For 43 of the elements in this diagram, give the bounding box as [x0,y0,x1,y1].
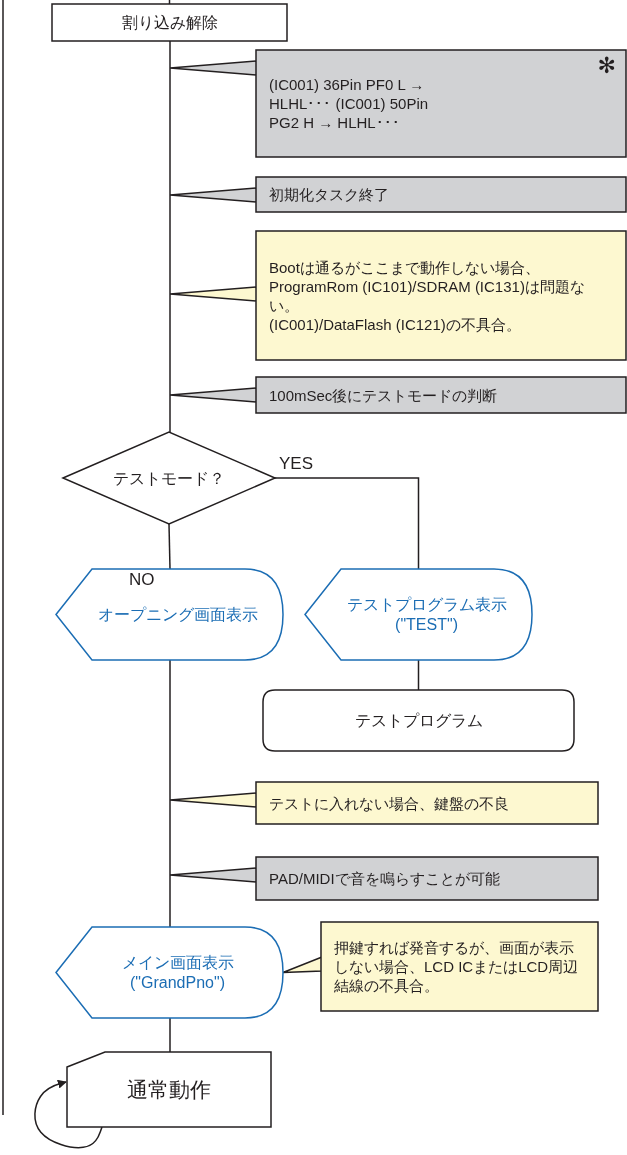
node-text: 割り込み解除 [121,13,218,32]
callout-pointer [169,187,258,203]
note-text: Bootは通るがここまで動作しない場合、ProgramRom (IC101)/SDRAM (IC131)は問題ない。 [269,257,586,315]
node-text: 通常動作 [127,1080,211,1099]
node-text: オープニング画面表示 [97,604,258,625]
note-text: PAD/MIDIで音を鳴らすことが可能 [269,869,500,888]
node-text: テストプログラム [354,711,483,730]
callout-pointer [169,867,258,883]
callout-pointer [169,387,258,403]
note-text: 押鍵すれば発音するが、画面が表示しない場合、LCD ICまたはLCD周辺結線の不具合。 [334,938,580,995]
note-callout [256,857,598,900]
node-text: メイン画面表示 ("GrandPno") [120,952,235,993]
card-shape [67,1052,271,1127]
warning-callout [256,782,598,824]
note-text: (IC001) 36Pin PF0 L → HLHL･･･ (IC001) 50Pin PG2 H → HLHL･･･ [269,75,430,132]
display-shape [56,569,283,660]
warning-callout [321,922,598,1011]
note-text: 100mSec後にテストモードの判断 [269,385,498,405]
flow-line [417,659,420,691]
decision-diamond [63,432,275,524]
display-shape [305,569,532,660]
callout-pointer [169,792,258,808]
note-text: テストに入れない場合、鍵盤の不良 [269,793,509,813]
note-callout [256,377,626,413]
flow-line [168,0,171,5]
note-callout [256,50,626,157]
callout-pointer [169,286,258,302]
display-shape [56,927,283,1018]
asterisk-mark: ✻ [597,54,616,78]
flow-line [168,523,171,570]
rounded-process-box [263,690,574,751]
decision-text: テストモード？ [113,468,225,488]
flow-line [169,40,171,433]
note-text: (IC001)/DataFlash (IC121)の不具合。 [269,314,521,334]
note-callout [256,177,626,212]
flow-line [169,659,171,928]
note-text: 初期化タスク終了 [269,185,389,204]
process-box [52,4,287,41]
callout-pointer [169,60,258,76]
node-text: テストプログラム表示 ("TEST") [345,594,508,635]
flow-line [274,477,420,570]
warning-callout [256,231,626,360]
loop-arrow [34,1079,103,1149]
